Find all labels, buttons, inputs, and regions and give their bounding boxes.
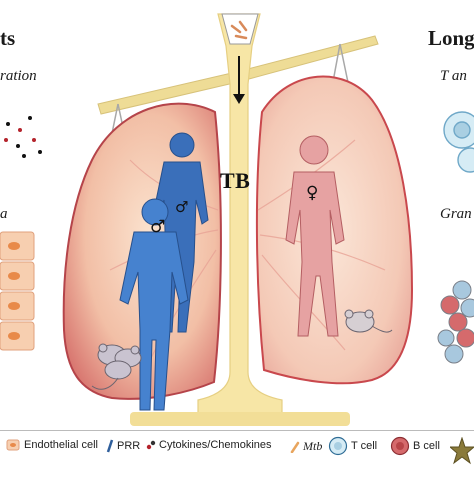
legend-mtb-label: Mtb (303, 439, 323, 453)
right-subheading-1: T an (440, 68, 467, 84)
left-subheading-2: a (0, 206, 8, 222)
granuloma (437, 280, 474, 364)
mtb-legend-icon (290, 441, 300, 453)
male-symbol: ♂ (150, 217, 165, 237)
t-cell-icon (328, 436, 348, 456)
prr-icon (106, 439, 114, 453)
legend-endothelial-label: Endothelial cell (24, 439, 98, 451)
legend-mtb: Mtb (290, 439, 322, 454)
legend: Endothelial cell PRR Cytokines/Chemokine… (0, 430, 474, 475)
trachea-top (221, 13, 259, 45)
legend-bcell-label: B cell (413, 440, 440, 452)
tb-label: TB (220, 168, 251, 193)
legend-cytokines: Cytokines/Chemokines (146, 439, 272, 451)
legend-cytokines-label: Cytokines/Chemokines (159, 439, 272, 451)
legend-bcell: B cell (390, 436, 440, 456)
legend-tcell-label: T cell (351, 440, 378, 452)
male-mice (91, 343, 142, 390)
mtb-icon (230, 20, 248, 40)
legend-tcell: T cell (328, 436, 377, 456)
endothelial-icon (6, 439, 20, 451)
cytokine-dots (4, 116, 42, 158)
scale-pillar (130, 13, 350, 426)
left-header: ts (0, 26, 16, 50)
t-cell-cluster (443, 111, 474, 173)
b-cell-icon (390, 436, 410, 456)
female-mouse (344, 309, 393, 333)
macrophage-star-icon (450, 437, 474, 465)
male-symbol-back: ♂ (175, 198, 188, 216)
legend-prr-label: PRR (117, 440, 141, 452)
female-figure (285, 135, 345, 337)
cytokine-icon (146, 440, 156, 450)
right-subheading-2: Gran (440, 206, 472, 222)
right-header: Long (428, 26, 474, 50)
legend-endothelial: Endothelial cell (6, 439, 98, 451)
left-subheading-1: ration (0, 68, 37, 84)
pillar-base (130, 412, 350, 426)
endothelial-cells (0, 231, 35, 351)
male-figure-front (119, 198, 189, 411)
legend-prr: PRR (106, 439, 140, 453)
female-symbol: ♀ (306, 183, 318, 203)
arrowhead-icon (233, 94, 245, 104)
